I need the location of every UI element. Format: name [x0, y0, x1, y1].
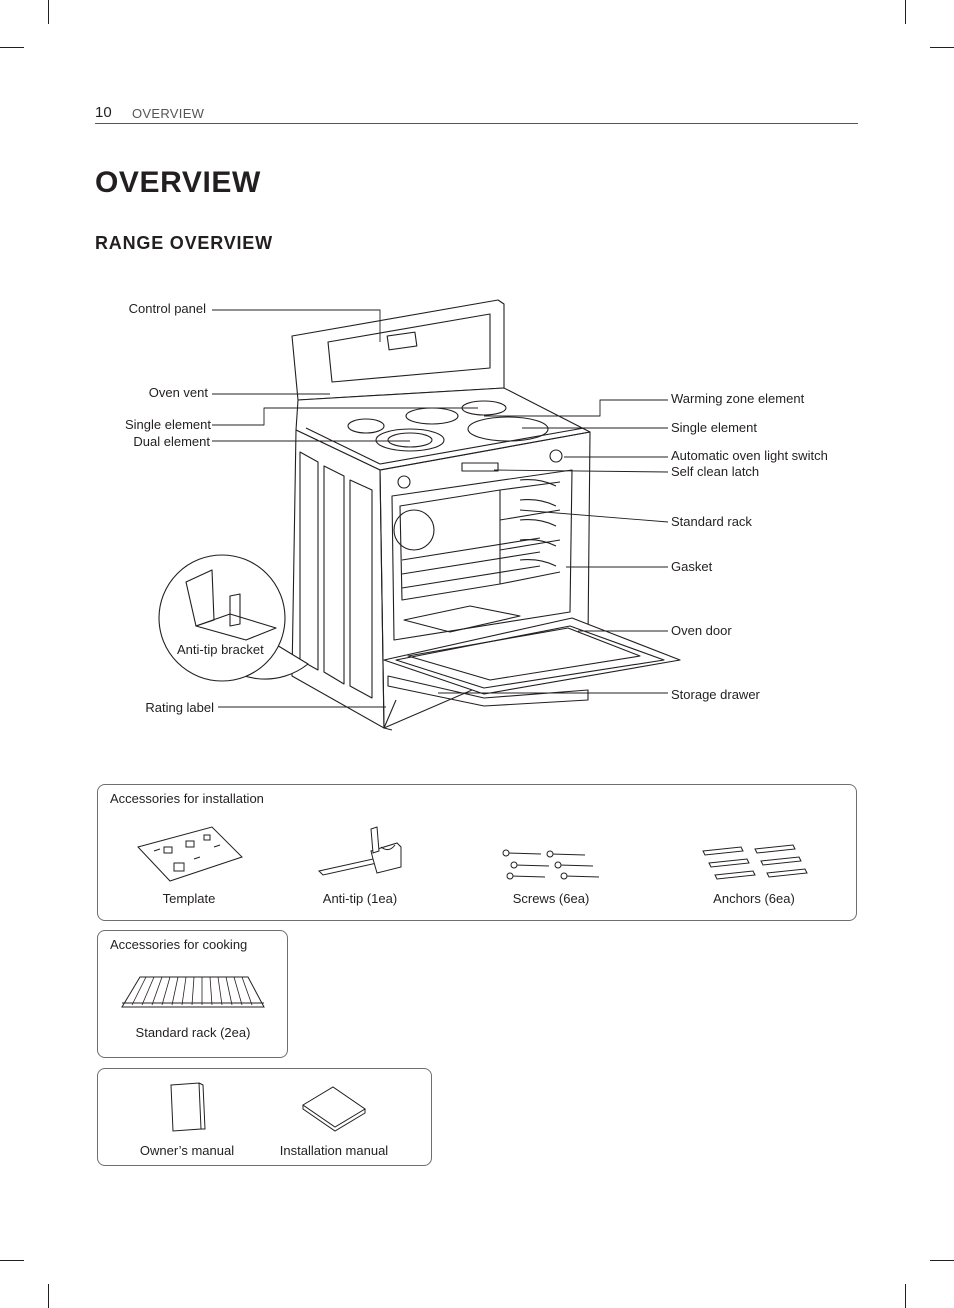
crop-mark — [930, 47, 954, 48]
accessory-standard-rack: Standard rack (2ea) — [108, 969, 278, 1040]
section-title: RANGE OVERVIEW — [95, 233, 273, 253]
label-warming-zone-element: Warming zone element — [671, 391, 805, 406]
page-number: 10 — [95, 104, 112, 121]
crop-mark — [0, 47, 24, 48]
template-icon — [137, 826, 243, 882]
header-rule — [95, 123, 858, 124]
crop-mark — [930, 1260, 954, 1261]
anchors-icon — [702, 844, 808, 880]
accessories-cooking-box: Accessories for cooking Standard rack (2… — [97, 930, 288, 1058]
accessories-cooking-title: Accessories for cooking — [110, 937, 248, 952]
owners-manual-label: Owner’s manual — [139, 1143, 235, 1158]
screws-icon — [502, 849, 600, 880]
crop-mark — [905, 0, 906, 24]
accessory-anchors-label: Anchors (6ea) — [713, 891, 795, 906]
running-header: OVERVIEW — [132, 106, 205, 121]
label-rating-label: Rating label — [145, 700, 214, 715]
accessory-anti-tip: Anti-tip (1ea) — [310, 823, 410, 906]
page-title: OVERVIEW — [95, 166, 261, 199]
installation-manual-label: Installation manual — [279, 1143, 389, 1158]
accessory-screws-label: Screws (6ea) — [512, 891, 590, 906]
label-oven-vent: Oven vent — [148, 385, 208, 400]
accessory-anti-tip-label: Anti-tip (1ea) — [322, 891, 398, 906]
label-single-element-right: Single element — [671, 420, 757, 435]
crop-mark — [0, 1260, 24, 1261]
accessory-anchors: Anchors (6ea) — [694, 823, 814, 906]
crop-mark — [905, 1284, 906, 1308]
accessory-screws: Screws (6ea) — [498, 823, 604, 906]
rack-icon — [121, 976, 265, 1008]
accessory-template-label: Template — [162, 891, 216, 906]
item-installation-manual: Installation manual — [274, 1081, 394, 1158]
item-owners-manual: Owner’s manual — [132, 1081, 242, 1158]
label-self-clean-latch: Self clean latch — [671, 464, 760, 479]
label-automatic-oven-light-switch: Automatic oven light switch — [671, 448, 828, 463]
accessories-installation-title: Accessories for installation — [110, 791, 264, 806]
crop-mark — [48, 0, 49, 24]
label-dual-element: Dual element — [133, 434, 210, 449]
label-anti-tip-bracket: Anti-tip bracket — [177, 642, 264, 657]
accessory-template: Template — [128, 823, 250, 906]
manuals-box: Owner’s manual Installation manual — [97, 1068, 432, 1166]
label-storage-drawer: Storage drawer — [671, 687, 760, 702]
label-oven-door: Oven door — [671, 623, 732, 638]
anti-tip-icon — [318, 826, 402, 876]
label-control-panel: Control panel — [128, 301, 206, 316]
accessories-installation-box: Accessories for installation Template An… — [97, 784, 857, 921]
label-standard-rack: Standard rack — [671, 514, 752, 529]
label-single-element-left: Single element — [125, 417, 211, 432]
owners-manual-icon — [170, 1082, 206, 1132]
accessory-standard-rack-label: Standard rack (2ea) — [135, 1025, 251, 1040]
crop-mark — [48, 1284, 49, 1308]
range-illustration — [158, 299, 681, 731]
installation-manual-icon — [302, 1086, 366, 1132]
label-gasket: Gasket — [671, 559, 713, 574]
